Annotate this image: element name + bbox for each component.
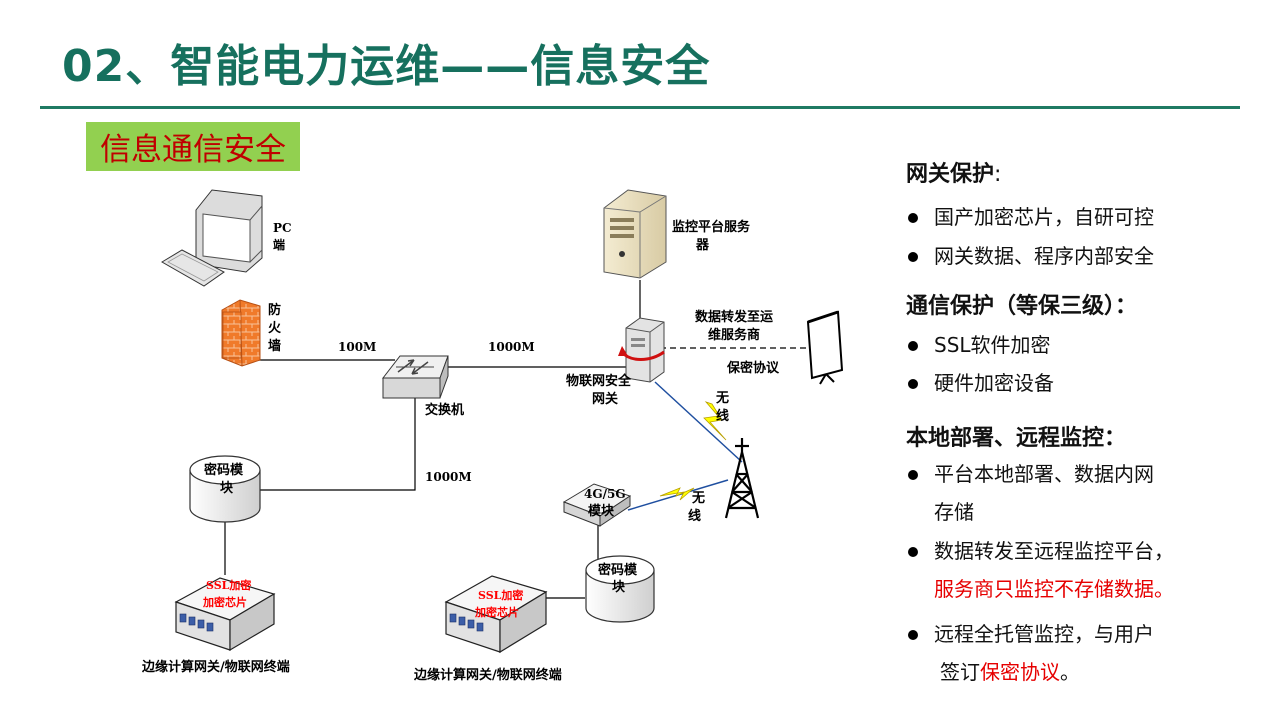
remote-screen-icon: [806, 310, 844, 385]
bullet-icon: [908, 547, 918, 557]
switch-icon: [381, 355, 449, 399]
lightning-icon-bottom: [659, 487, 695, 501]
comm-item-2: 硬件加密设备: [934, 371, 1054, 395]
link-gateway-tower: [654, 381, 743, 463]
edge-left-label: 边缘计算网关/物联网终端: [141, 659, 290, 675]
gateway-item-2: 网关数据、程序内部安全: [934, 244, 1154, 268]
module-4g5g-label-2: 模块: [588, 503, 615, 519]
server-icon: [603, 189, 667, 279]
server-label-2: 器: [695, 238, 710, 253]
crypto-module-right-label-2: 块: [612, 579, 626, 595]
ssl-chip-left-label-2: 加密芯片: [202, 595, 247, 609]
server-label-1: 监控平台服务: [672, 219, 751, 235]
edge-gateway-left-icon: [174, 577, 276, 652]
forward-label-2: 维服务商: [708, 327, 760, 343]
crypto-module-left-label-2: 块: [220, 480, 234, 496]
local-item-3-line1: 远程全托管监控，与用户: [934, 622, 1154, 646]
bullet-icon: [908, 379, 918, 389]
local-item-1-line1: 平台本地部署、数据内网: [934, 462, 1154, 486]
edge-gateway-right-icon: [444, 575, 548, 654]
local-item-1-line2: 存储: [934, 500, 974, 524]
wireless-label-1a: 无: [715, 391, 729, 406]
gateway-item-1: 国产加密芯片，自研可控: [934, 205, 1154, 229]
local-item-3-suffix: 。: [1060, 660, 1080, 684]
wired-links: [224, 280, 641, 599]
comm-item-1: SSL软件加密: [934, 333, 1051, 357]
switch-label: 交换机: [425, 402, 464, 418]
protocol-label: 保密协议: [726, 360, 780, 376]
wireless-label-2a: 无: [691, 491, 705, 506]
local-item-3-prefix: 签订: [940, 660, 980, 684]
network-diagram: PC 端 防 火 墙 100M 1000M 1000M 交换机 监控平台服务 器: [141, 189, 844, 683]
ssl-chip-right-label-1: SSL加密: [478, 588, 523, 602]
pc-icon: [161, 189, 263, 287]
title-divider: [40, 106, 1240, 109]
firewall-icon: [221, 299, 261, 367]
ssl-chip-left-label-1: SSL加密: [206, 578, 251, 592]
lightning-icon-top: [703, 401, 727, 441]
comm-heading: 通信保护（等保三级）：: [906, 294, 1138, 319]
gateway-heading-colon: :: [994, 162, 1002, 187]
page-title: 02、智能电力运维——信息安全: [62, 41, 711, 92]
ssl-chip-right-label-2: 加密芯片: [474, 605, 519, 619]
crypto-module-left-label-1: 密码模: [203, 462, 244, 478]
iot-gateway-label-1: 物联网安全: [566, 373, 632, 389]
bullet-icon: [908, 252, 918, 262]
link-label-1000m-top: 1000M: [488, 340, 535, 354]
bullet-icon: [908, 341, 918, 351]
wireless-label-1b: 线: [716, 408, 729, 424]
gateway-heading-text: 网关保护: [906, 162, 995, 187]
link-label-1000m-vertical: 1000M: [425, 470, 472, 484]
bullet-icon: [908, 470, 918, 480]
antenna-tower-icon: [724, 438, 760, 519]
firewall-label-2: 火: [268, 321, 282, 336]
local-item-3-line2: 签订保密协议。: [940, 653, 1080, 692]
edge-right-label: 边缘计算网关/物联网终端: [413, 667, 562, 683]
link-label-100m: 100M: [338, 340, 376, 354]
pc-label-1: PC: [273, 221, 292, 235]
bullet-icon: [908, 213, 918, 223]
section-badge: 信息通信安全: [86, 122, 300, 171]
crypto-module-right-icon: [585, 555, 655, 623]
link-switch-crypto: [258, 395, 416, 491]
firewall-label-3: 墙: [268, 338, 281, 354]
crypto-module-right-label-1: 密码模: [597, 562, 638, 578]
iot-gateway-label-2: 网关: [592, 391, 618, 407]
local-heading: 本地部署、远程监控：: [906, 426, 1127, 451]
firewall-label-1: 防: [268, 302, 281, 318]
pc-label-2: 端: [273, 237, 285, 252]
local-item-2-line1: 数据转发至远程监控平台，: [934, 539, 1174, 563]
wireless-label-2b: 线: [688, 508, 701, 524]
bullet-icon: [908, 630, 918, 640]
module-4g5g-label-1: 4G/5G: [584, 487, 626, 501]
crypto-module-left-icon: [189, 455, 261, 523]
iot-gateway-icon: [618, 317, 665, 383]
module-4g5g-icon: [562, 483, 632, 527]
local-item-3-highlight: 保密协议: [980, 660, 1060, 684]
forward-label-1: 数据转发至运: [695, 309, 773, 325]
local-item-2-line2: 服务商只监控不存储数据。: [934, 577, 1174, 601]
gateway-heading: 网关保护:: [906, 156, 1001, 188]
